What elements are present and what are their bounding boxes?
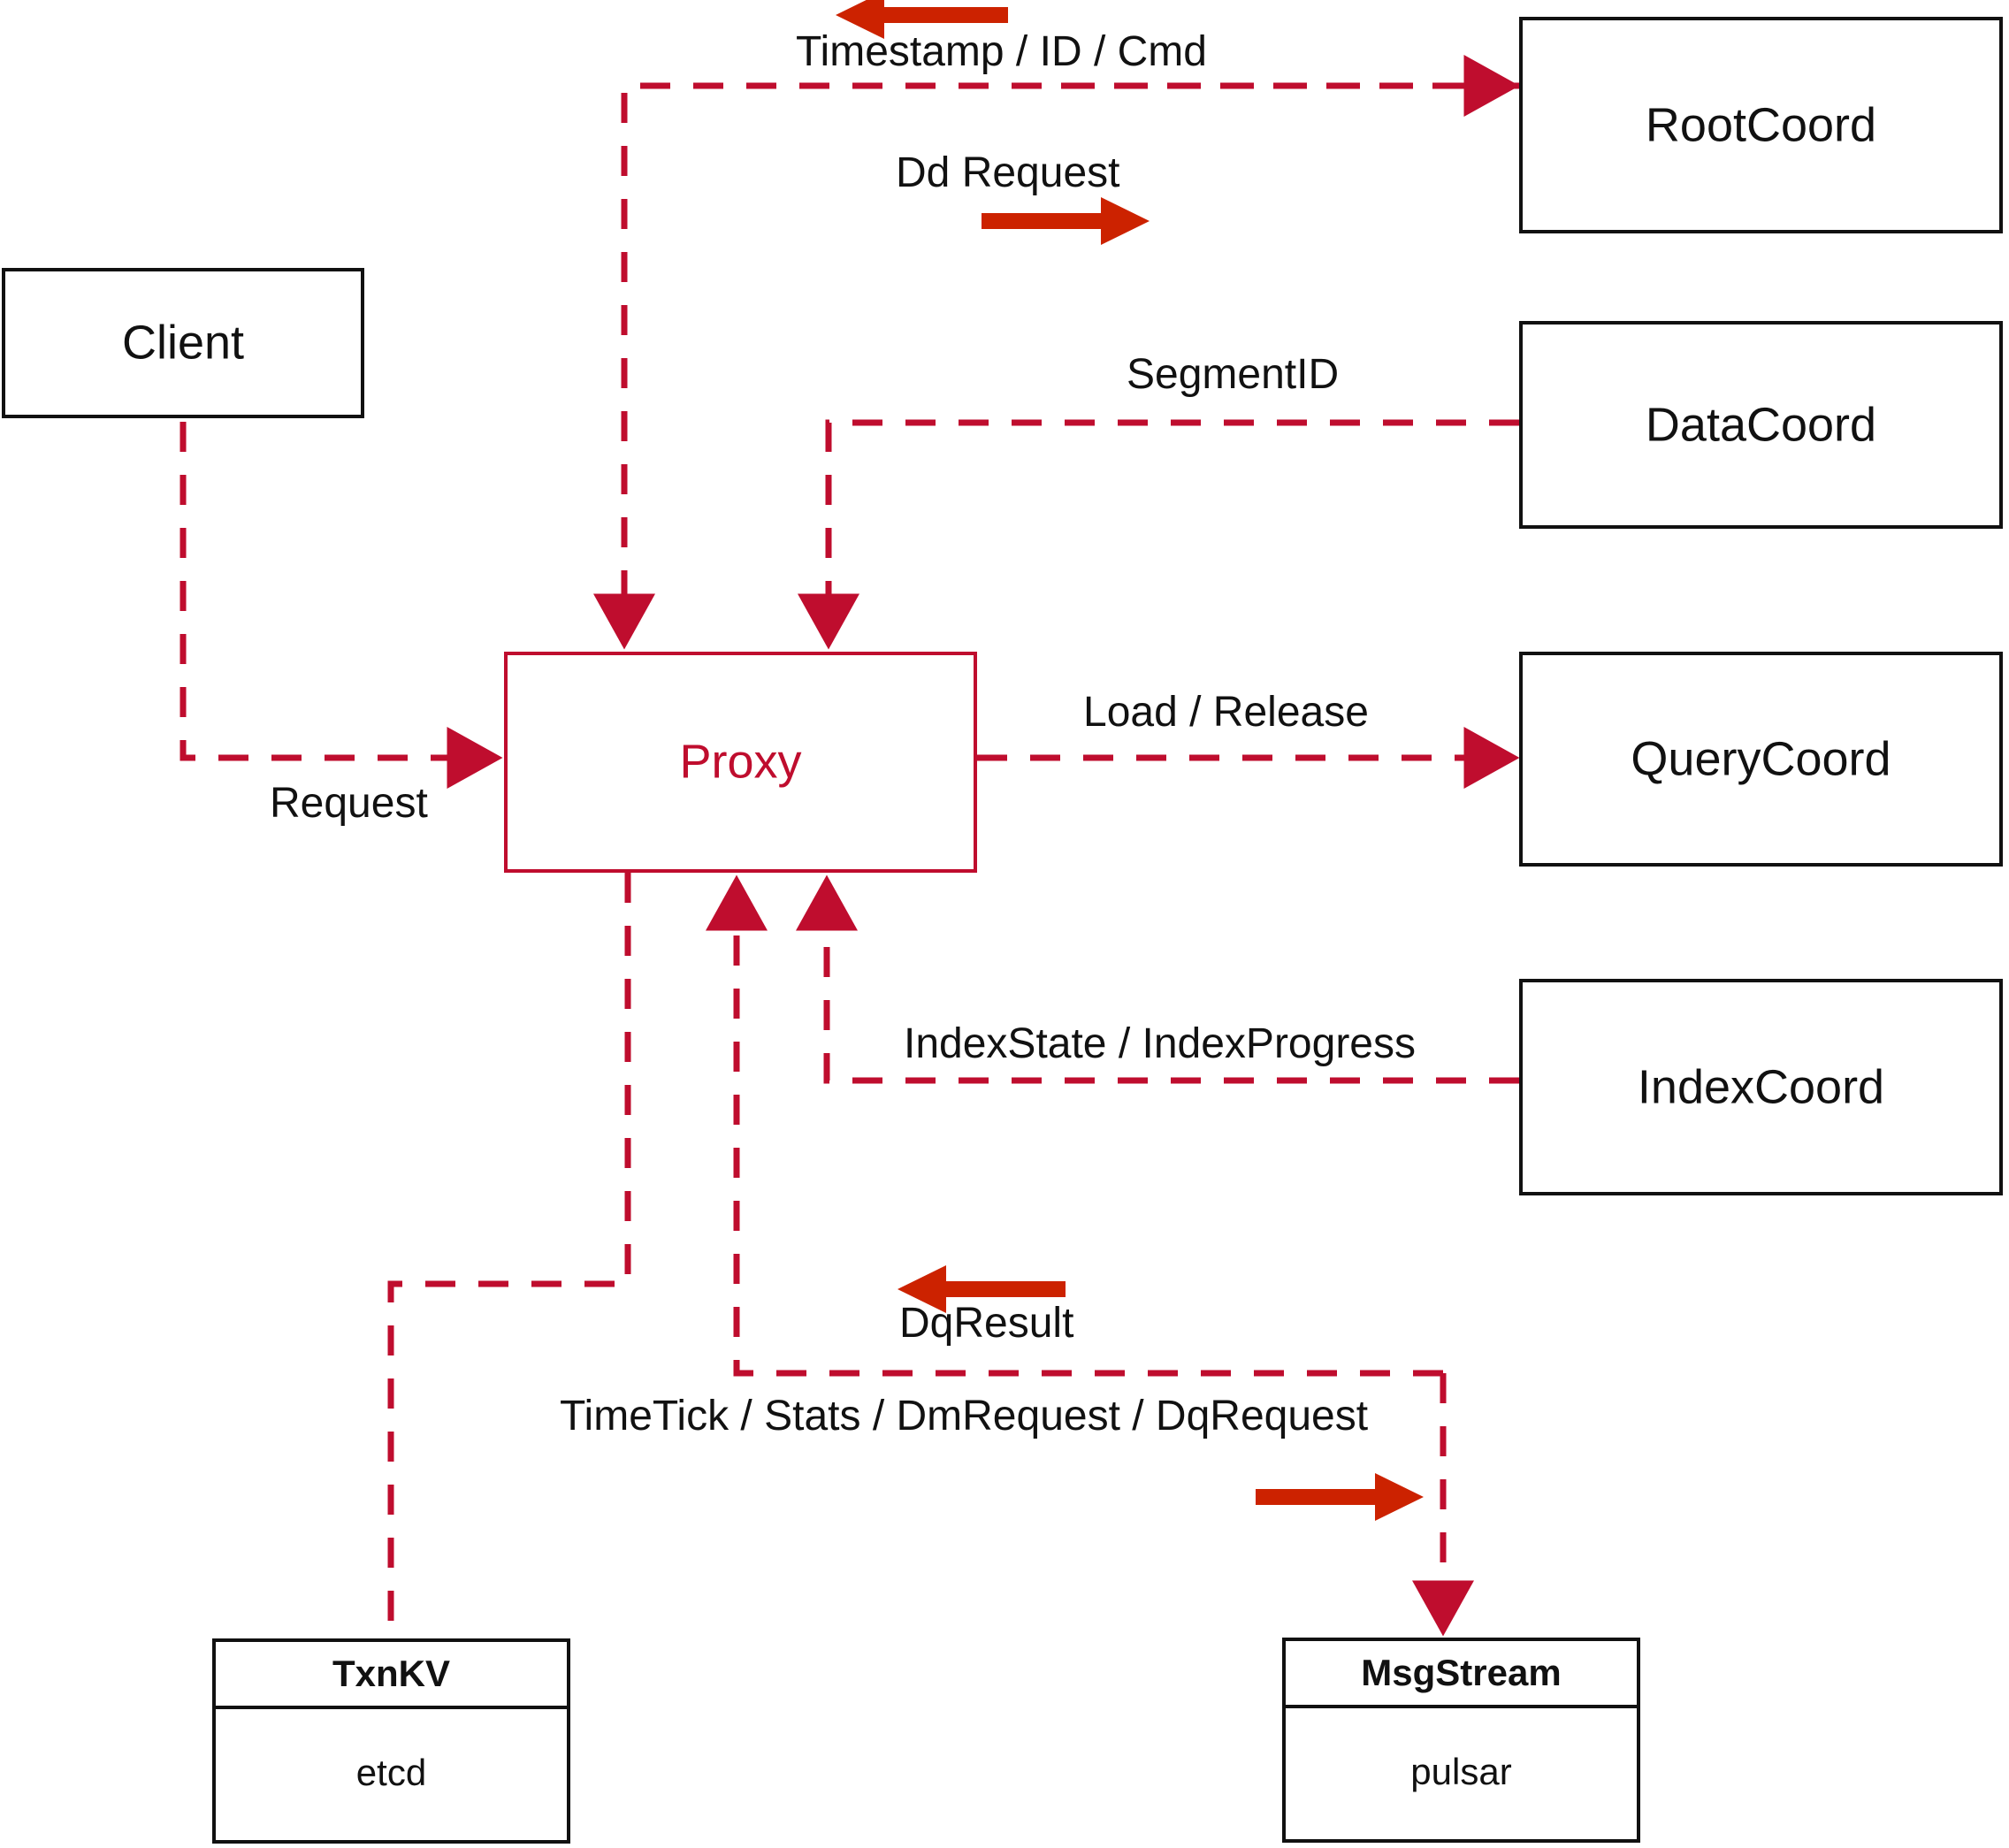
edge-label-dq-result: DqResult: [899, 1300, 1074, 1347]
wire-proxy-txnkv: [387, 873, 631, 1640]
edge-label-segment-id: SegmentID: [1127, 351, 1340, 398]
wire-request: [180, 422, 503, 789]
edge-label-index-state-progress: IndexState / IndexProgress: [904, 1020, 1416, 1067]
direction-arrow-dd-request: [982, 197, 1150, 245]
node-index-coord[interactable]: IndexCoord: [1519, 979, 2003, 1195]
node-proxy[interactable]: Proxy: [504, 652, 977, 873]
node-txn-kv-body: etcd: [355, 1752, 427, 1793]
node-data-coord-label: DataCoord: [1645, 397, 1877, 451]
node-root-coord-label: RootCoord: [1645, 97, 1877, 151]
node-data-coord[interactable]: DataCoord: [1519, 321, 2003, 529]
wire-dq-result: [706, 874, 1443, 1377]
edge-label-timetick-stats-dm-dq: TimeTick / Stats / DmRequest / DqRequest: [560, 1393, 1369, 1439]
node-msg-stream-header: MsgStream: [1286, 1641, 1637, 1708]
node-proxy-label: Proxy: [679, 735, 802, 789]
edge-label-request: Request: [270, 780, 428, 827]
edge-label-timestamp-id-cmd: Timestamp / ID / Cmd: [796, 28, 1207, 75]
node-txn-kv-header: TxnKV: [216, 1642, 567, 1709]
node-client-label: Client: [121, 316, 245, 370]
node-client[interactable]: Client: [2, 268, 364, 418]
wire-segment-id: [798, 419, 1519, 650]
node-msg-stream-body: pulsar: [1410, 1751, 1512, 1792]
edge-label-load-release: Load / Release: [1083, 689, 1369, 736]
node-query-coord-label: QueryCoord: [1631, 731, 1891, 785]
node-msg-stream[interactable]: MsgStream pulsar: [1282, 1638, 1640, 1843]
node-query-coord[interactable]: QueryCoord: [1519, 652, 2003, 867]
direction-arrow-timetick: [1256, 1473, 1424, 1521]
edge-label-dd-request: Dd Request: [896, 149, 1120, 196]
node-index-coord-label: IndexCoord: [1637, 1059, 1885, 1113]
node-root-coord[interactable]: RootCoord: [1519, 17, 2003, 233]
node-txn-kv[interactable]: TxnKV etcd: [212, 1638, 570, 1844]
